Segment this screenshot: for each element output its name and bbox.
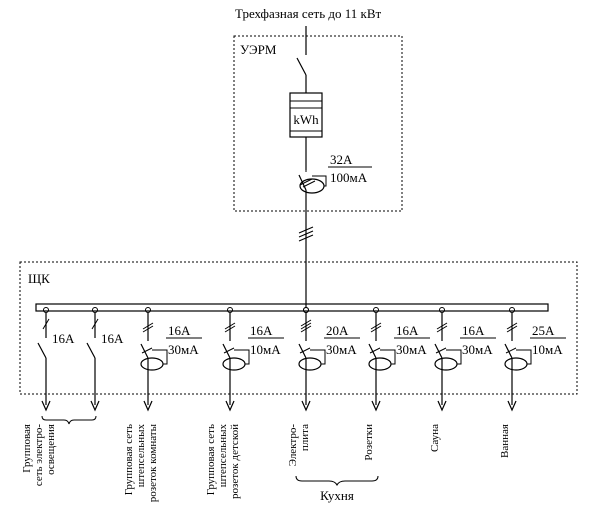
branch-7: 16А 30мА — [434, 307, 496, 412]
rcd-blade — [368, 343, 377, 359]
lighting-brace — [41, 415, 97, 425]
rcd-leak: 10мА — [250, 342, 281, 357]
branches: 16А 16А 16А 30мА 16А 10мА 20А 30мА 16А 30мА 16А 30м… — [37, 307, 566, 412]
rcd-blade — [504, 343, 513, 359]
rcd-current: 16А — [250, 323, 273, 338]
rcd-toroid — [298, 357, 322, 371]
rcd-current: 16А — [396, 323, 419, 338]
rcd-current: 16А — [168, 323, 191, 338]
rcd-current: 20А — [326, 323, 349, 338]
rcd-leak: 30мА — [396, 342, 427, 357]
arrow-icon — [437, 400, 447, 412]
arrow-icon — [225, 400, 235, 412]
group-label-line: штепсельных — [135, 424, 147, 488]
rcd-blade — [222, 343, 231, 359]
main-rcd — [298, 170, 327, 232]
rcd-toroid — [434, 357, 458, 371]
group-label-line: Групповая сеть — [123, 424, 135, 495]
rcd-blade — [140, 343, 149, 359]
rcd-toroid — [222, 357, 246, 371]
rcd-current: 16А — [462, 323, 485, 338]
arrow-icon — [507, 400, 517, 412]
rcd-blade — [298, 343, 307, 359]
branch-5: 20А 30мА — [298, 307, 360, 412]
rcd-toroid — [368, 357, 392, 371]
supply-label: Трехфазная сеть до 11 кВт — [235, 6, 382, 21]
branch-4: 16А 10мА — [222, 307, 284, 412]
group-label-line: Ванная — [499, 424, 511, 458]
group-label-line: розеток детской — [229, 424, 241, 499]
arrow-icon — [41, 400, 51, 412]
breaker-current: 16А — [101, 331, 124, 346]
breaker-blade — [86, 342, 96, 359]
bus-tap — [303, 307, 309, 313]
uerm-box — [233, 35, 403, 212]
kitchen-label: Кухня — [320, 488, 354, 503]
bus-tap — [145, 307, 151, 313]
group-label-line: Сауна — [429, 424, 441, 452]
bus-tap — [92, 307, 98, 313]
bus-tap — [509, 307, 515, 313]
arrow-icon — [90, 400, 100, 412]
group-label-line: Электро- — [287, 424, 299, 467]
bus-tap — [373, 307, 379, 313]
rcd-leak: 30мА — [462, 342, 493, 357]
bus-tap — [43, 307, 49, 313]
rcd-leak: 10мА — [532, 342, 563, 357]
group-label-line: розеток комнаты — [147, 423, 159, 502]
main-switch — [296, 57, 307, 76]
bus-tap — [439, 307, 445, 313]
group-label-line: Групповая сеть — [205, 424, 217, 495]
arrow-icon — [301, 400, 311, 412]
branch-2: 16А — [86, 307, 124, 412]
arrow-icon — [371, 400, 381, 412]
group-label-line: Групповая — [21, 424, 33, 473]
rcd-toroid — [504, 357, 528, 371]
group-label-line: штепсельных — [217, 424, 229, 488]
kitchen-brace — [295, 475, 379, 487]
group-label-line: освещения — [45, 424, 57, 475]
branch-6: 16А 30мА — [368, 307, 430, 412]
arrow-icon — [143, 400, 153, 412]
rcd-current: 25А — [532, 323, 555, 338]
shk-box — [19, 261, 578, 395]
main-rcd-leak: 100мА — [330, 170, 368, 185]
kwh-meter-label: kWh — [293, 112, 319, 127]
group-label-line: Розетки — [363, 424, 375, 461]
bus-bar — [35, 303, 549, 312]
group-label-line: сеть электро- — [33, 424, 45, 487]
rcd-toroid — [140, 357, 164, 371]
rcd-leak: 30мА — [326, 342, 357, 357]
rcd-blade — [434, 343, 443, 359]
branch-3: 16А 30мА — [140, 307, 202, 412]
main-rcd-current: 32А — [330, 152, 353, 167]
branch-8: 25А 10мА — [504, 307, 566, 412]
rcd-leak: 30мА — [168, 342, 199, 357]
breaker-blade — [37, 342, 47, 359]
bus-tap — [227, 307, 233, 313]
shk-label: ЩК — [28, 271, 50, 286]
branch-1: 16А — [37, 307, 75, 412]
group-label-line: плита — [299, 424, 311, 451]
uerm-label: УЭРМ — [240, 42, 277, 57]
breaker-current: 16А — [52, 331, 75, 346]
